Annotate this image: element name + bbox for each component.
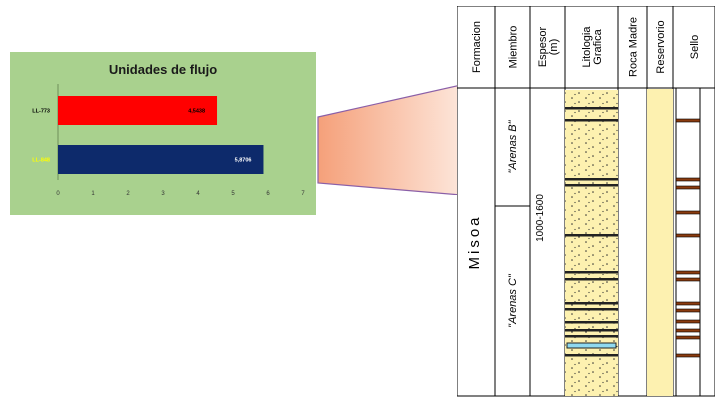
header-label: Sello: [689, 35, 701, 59]
x-tick-label: 5: [231, 191, 235, 197]
seal-rung: [675, 277, 701, 282]
seal-rung: [675, 118, 701, 123]
header-label: Litologia: [581, 26, 593, 68]
seal-rung: [675, 177, 701, 182]
seal-rung: [675, 319, 701, 324]
member-label-arenas-b: "Arenas B": [507, 119, 519, 173]
x-tick-label: 1: [91, 191, 95, 197]
x-tick-label: 4: [196, 191, 200, 197]
header-label: Miembro: [508, 26, 520, 69]
shale-band: [565, 329, 618, 332]
shale-band: [565, 308, 618, 311]
x-tick-label: 0: [56, 191, 60, 197]
chart-background: [10, 52, 316, 215]
formation-label: Misoa: [466, 214, 483, 269]
reservoir-fill: [647, 89, 673, 396]
funnel-shape: [317, 85, 461, 195]
thickness-label: 1000-1600: [535, 194, 546, 242]
shale-band: [565, 321, 618, 324]
seal-rung: [675, 233, 701, 238]
x-tick-label: 2: [126, 191, 130, 197]
shale-band: [565, 184, 618, 187]
member-label-arenas-c: "Arenas C": [507, 273, 519, 328]
category-label: LL-848: [32, 158, 50, 164]
header-label: Formacion: [471, 21, 483, 73]
shale-band: [565, 354, 618, 357]
shale-band: [565, 178, 618, 181]
shale-band: [565, 271, 618, 274]
shale-band: [565, 278, 618, 281]
shale-band: [565, 119, 618, 122]
value-label: 4,5438: [188, 109, 205, 115]
header-label: Espesor: [537, 26, 549, 67]
seal-rung: [675, 210, 701, 215]
seal-rung: [675, 353, 701, 358]
seal-rung: [675, 270, 701, 275]
water-band: [566, 342, 617, 349]
lithology-sand: [565, 90, 618, 396]
seal-rung: [675, 301, 701, 306]
chart-title: Unidades de flujo: [109, 62, 217, 77]
shale-band: [565, 234, 618, 237]
header-label: Grafica: [592, 28, 604, 64]
shale-band: [565, 107, 618, 110]
x-tick-label: 7: [301, 191, 305, 197]
value-label: 5,8706: [235, 158, 252, 164]
seal-rung: [675, 328, 701, 333]
header-label: Reservorio: [655, 20, 667, 73]
shale-band: [565, 335, 618, 338]
seal-rung: [675, 335, 701, 340]
zoom-funnel: [317, 85, 461, 195]
bar-ll-848: [58, 145, 264, 174]
header-label: Roca Madre: [628, 17, 640, 77]
shale-band: [565, 302, 618, 305]
bar-ll-773: [58, 96, 218, 125]
x-tick-label: 6: [266, 191, 270, 197]
seal-rung: [675, 308, 701, 313]
category-label: LL-773: [32, 109, 50, 115]
x-tick-label: 3: [161, 191, 165, 197]
header-label: (m): [548, 39, 560, 56]
seal-rung: [675, 185, 701, 190]
